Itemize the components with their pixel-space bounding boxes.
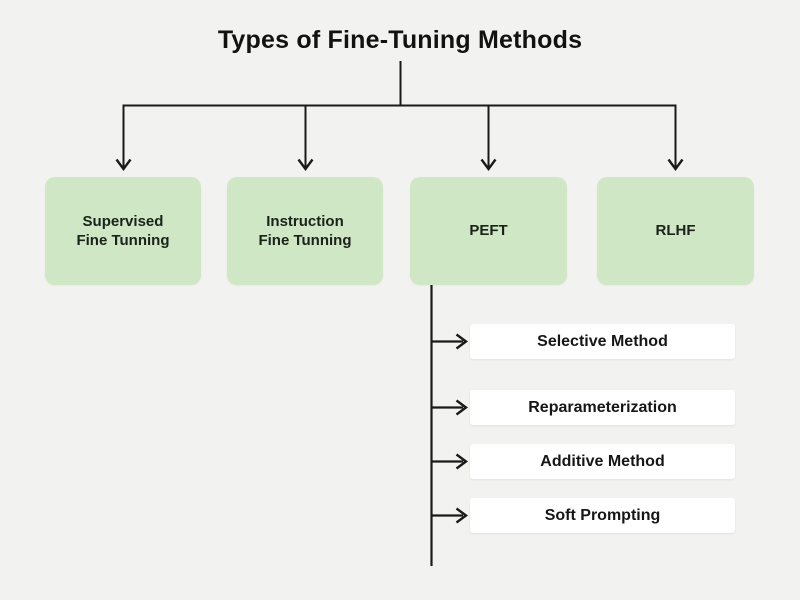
submethod-label: Selective Method	[537, 332, 668, 350]
method-label: Instruction Fine Tunning	[258, 212, 352, 250]
method-box-supervised-fine-tuning: Supervised Fine Tunning	[45, 177, 201, 285]
arrow-down-icon	[667, 104, 684, 172]
submethod-label: Reparameterization	[528, 398, 677, 416]
arrow-right-icon	[431, 453, 469, 470]
arrow-right-icon	[431, 333, 469, 350]
arrow-right-icon	[431, 399, 469, 416]
method-box-rlhf: RLHF	[597, 177, 754, 285]
method-label: PEFT	[469, 222, 508, 240]
peft-submethod-box-soft-prompting: Soft Prompting	[470, 498, 735, 533]
diagram-title: Types of Fine-Tuning Methods	[217, 26, 583, 54]
method-box-instruction-fine-tuning: Instruction Fine Tunning	[227, 177, 383, 285]
method-label: Supervised Fine Tunning	[76, 212, 170, 250]
method-label: RLHF	[655, 222, 696, 240]
submethod-label: Soft Prompting	[544, 506, 661, 524]
method-box-peft: PEFT	[410, 177, 567, 285]
arrow-right-icon	[431, 507, 469, 524]
peft-submethod-box-reparameterization: Reparameterization	[470, 390, 735, 425]
arrow-down-icon	[297, 104, 314, 172]
arrow-down-icon	[115, 104, 132, 172]
peft-submethod-box-selective-method: Selective Method	[470, 324, 735, 359]
peft-submethod-box-additive-method: Additive Method	[470, 444, 735, 479]
arrow-down-icon	[480, 104, 497, 172]
submethod-label: Additive Method	[540, 452, 665, 470]
